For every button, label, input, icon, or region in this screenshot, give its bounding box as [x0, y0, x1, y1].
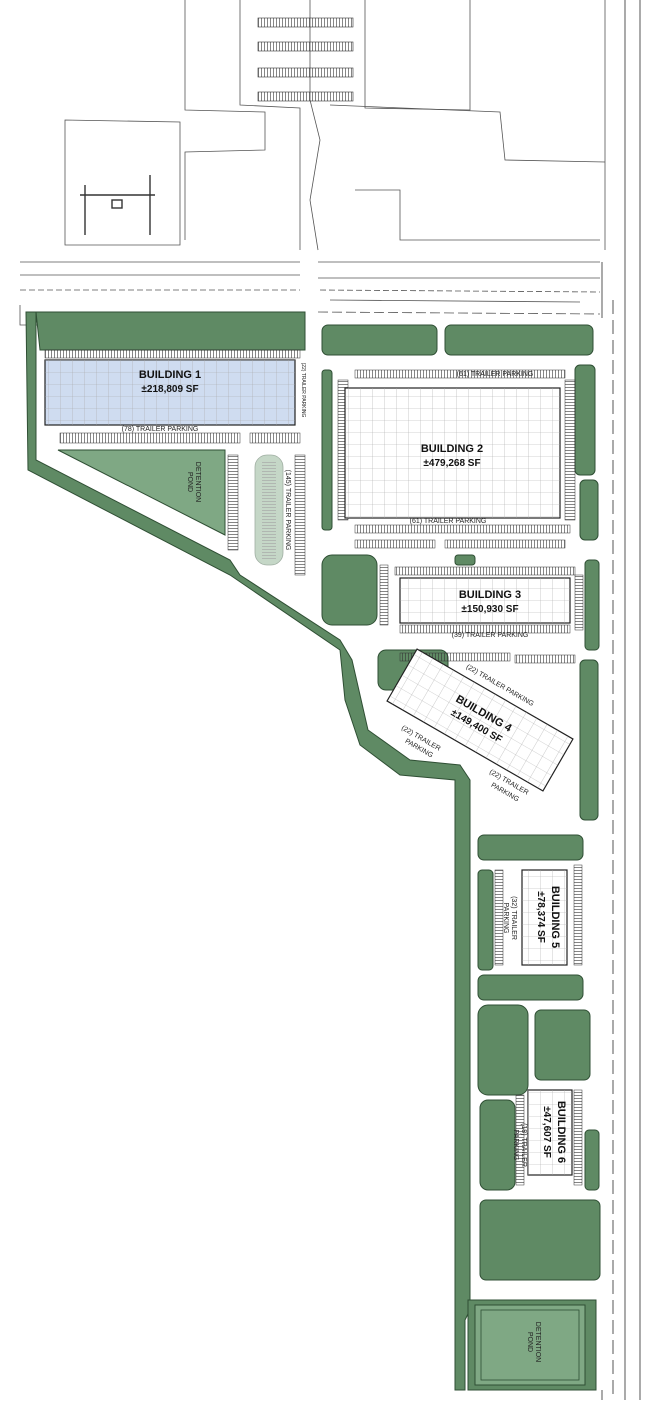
south-pond-label-2: POND [526, 1332, 533, 1352]
building-1-area: ±218,809 SF [141, 384, 198, 395]
building-6-name: BUILDING 6 [555, 1101, 567, 1163]
b1-east-trailer-label: (22) TRAILER PARKING [300, 363, 306, 418]
b6-west-trailer-label-1: (18) TRAILER [520, 1123, 527, 1167]
south-detention-pond [467, 1299, 597, 1391]
building-2-name: BUILDING 2 [421, 443, 483, 455]
building-6-area: ±47,607 SF [541, 1106, 552, 1158]
building-5-name: BUILDING 5 [549, 886, 561, 948]
b1-south-trailer-label: (78) TRAILER PARKING [122, 426, 199, 433]
south-pond-label-1: DETENTION [534, 1322, 541, 1362]
existing-context [19, 0, 606, 326]
landscape-islands [321, 324, 601, 1281]
building-2[interactable] [344, 387, 561, 519]
b3-south-trailer-label: (39) TRAILER PARKING [452, 632, 529, 639]
existing-parking-rows [257, 17, 354, 102]
b2-north-trailer-label: (61) TRAILER PARKING [457, 371, 534, 378]
building-5[interactable] [521, 869, 568, 966]
b1-lot-trailer-label: (145) TRAILER PARKING [284, 470, 291, 551]
building-6[interactable] [527, 1089, 573, 1176]
north-pond-label-1: DETENTION [194, 462, 201, 502]
north-detention-pond [57, 449, 226, 536]
building-3[interactable] [399, 577, 571, 624]
north-pond-label-2: POND [186, 472, 193, 492]
building-3-area: ±150,930 SF [461, 604, 518, 615]
building-1[interactable] [44, 359, 296, 426]
b1-north-landscape [35, 311, 306, 351]
b5-west-trailer-label-1: (32) TRAILER [510, 896, 517, 940]
b6-west-trailer-label-2: PARKING [512, 1130, 519, 1161]
building-2-area: ±479,268 SF [423, 458, 480, 469]
building-1-name: BUILDING 1 [139, 369, 201, 381]
b5-west-trailer-label-2: PARKING [502, 903, 509, 934]
building-5-area: ±78,374 SF [535, 891, 546, 943]
building-4[interactable] [386, 648, 574, 792]
building-3-name: BUILDING 3 [459, 589, 521, 601]
east-road [601, 0, 641, 1400]
parking-stall-rows [44, 349, 584, 1186]
b2-south-trailer-label: (61) TRAILER PARKING [410, 518, 487, 525]
existing-utility-structure [80, 175, 155, 235]
b1-trailer-lot [254, 454, 284, 566]
